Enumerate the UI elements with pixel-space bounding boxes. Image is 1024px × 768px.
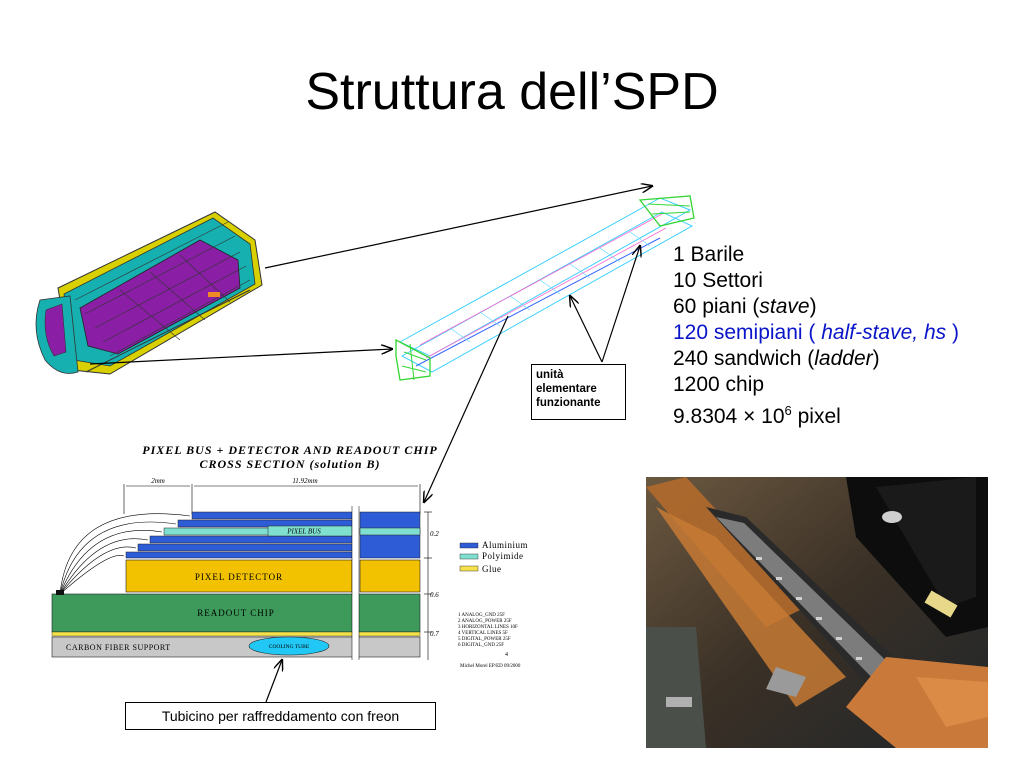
legend-swatch-polyimide [459,553,479,560]
legend-swatch-aluminium [459,542,479,549]
layer-item: 4 VERTICAL LINES 5F [458,631,508,636]
half-stave-photo [646,477,988,748]
cross-section-drawing: 2mm 11.92mm PIXEL BUS PIXEL DETECTOR REA… [51,477,528,669]
layer-item: 3 HORIZONTAL LINES 10F [458,625,518,630]
dim-0-7: 0.7 [430,630,439,638]
stave-wireframe [395,195,695,381]
pixel-bus-label: PIXEL BUS [286,528,321,536]
slide-title: Struttura dell’SPD [305,63,719,121]
dim-0-2: 0.2 [430,530,439,538]
layer-item: 1 ANALOG_GND 25F [458,613,505,618]
layer-item: 5 DIGITAL_POWER 25F [458,637,511,642]
cooling-tube-callout: Tubicino per raffreddamento con freon [125,702,436,730]
fact-pixels: 9.8304 × 106 pixel [673,403,841,428]
dim-0-6: 0.6 [430,591,439,599]
carbon-fiber-label: CARBON FIBER SUPPORT [66,643,171,652]
legend-polyimide: Polyimide [482,551,524,561]
legend-swatch-glue [459,565,479,572]
spd-barrel [35,211,263,375]
fact-ladders: 240 sandwich (ladder) [673,347,880,370]
fact-staves: 60 piani (stave) [673,295,817,318]
dim-1192mm: 11.92mm [292,477,317,485]
layer-item: 6 DIGITAL_GND 25F [458,643,504,648]
dim-2mm: 2mm [151,477,165,485]
spd-facts-list: 1 Barile 10 Settori 60 piani (stave) 120… [673,242,959,430]
fact-chips: 1200 chip [673,373,765,396]
functional-unit-callout: unità elementare funzionante [531,364,626,420]
cross-section-title: PIXEL BUS + DETECTOR AND READOUT CHIP CR… [142,443,438,471]
legend-glue: Glue [482,564,502,574]
pixel-detector-label: PIXEL DETECTOR [195,572,283,582]
fact-barrel: 1 Barile [673,243,745,266]
fact-half-staves: 120 semipiani ( half-stave, hs ) [673,321,959,344]
page-number: 4 [505,652,508,658]
fact-sectors: 10 Settori [673,269,763,292]
readout-chip-label: READOUT CHIP [197,608,275,618]
cooling-tube-label: COOLING TUBE [269,644,310,650]
legend-aluminium: Aluminium [482,540,528,550]
layer-item: 2 ANALOG_POWER 25F [458,619,512,624]
drawing-author: Michel Morel EP/ED 09/2000 [460,664,521,669]
